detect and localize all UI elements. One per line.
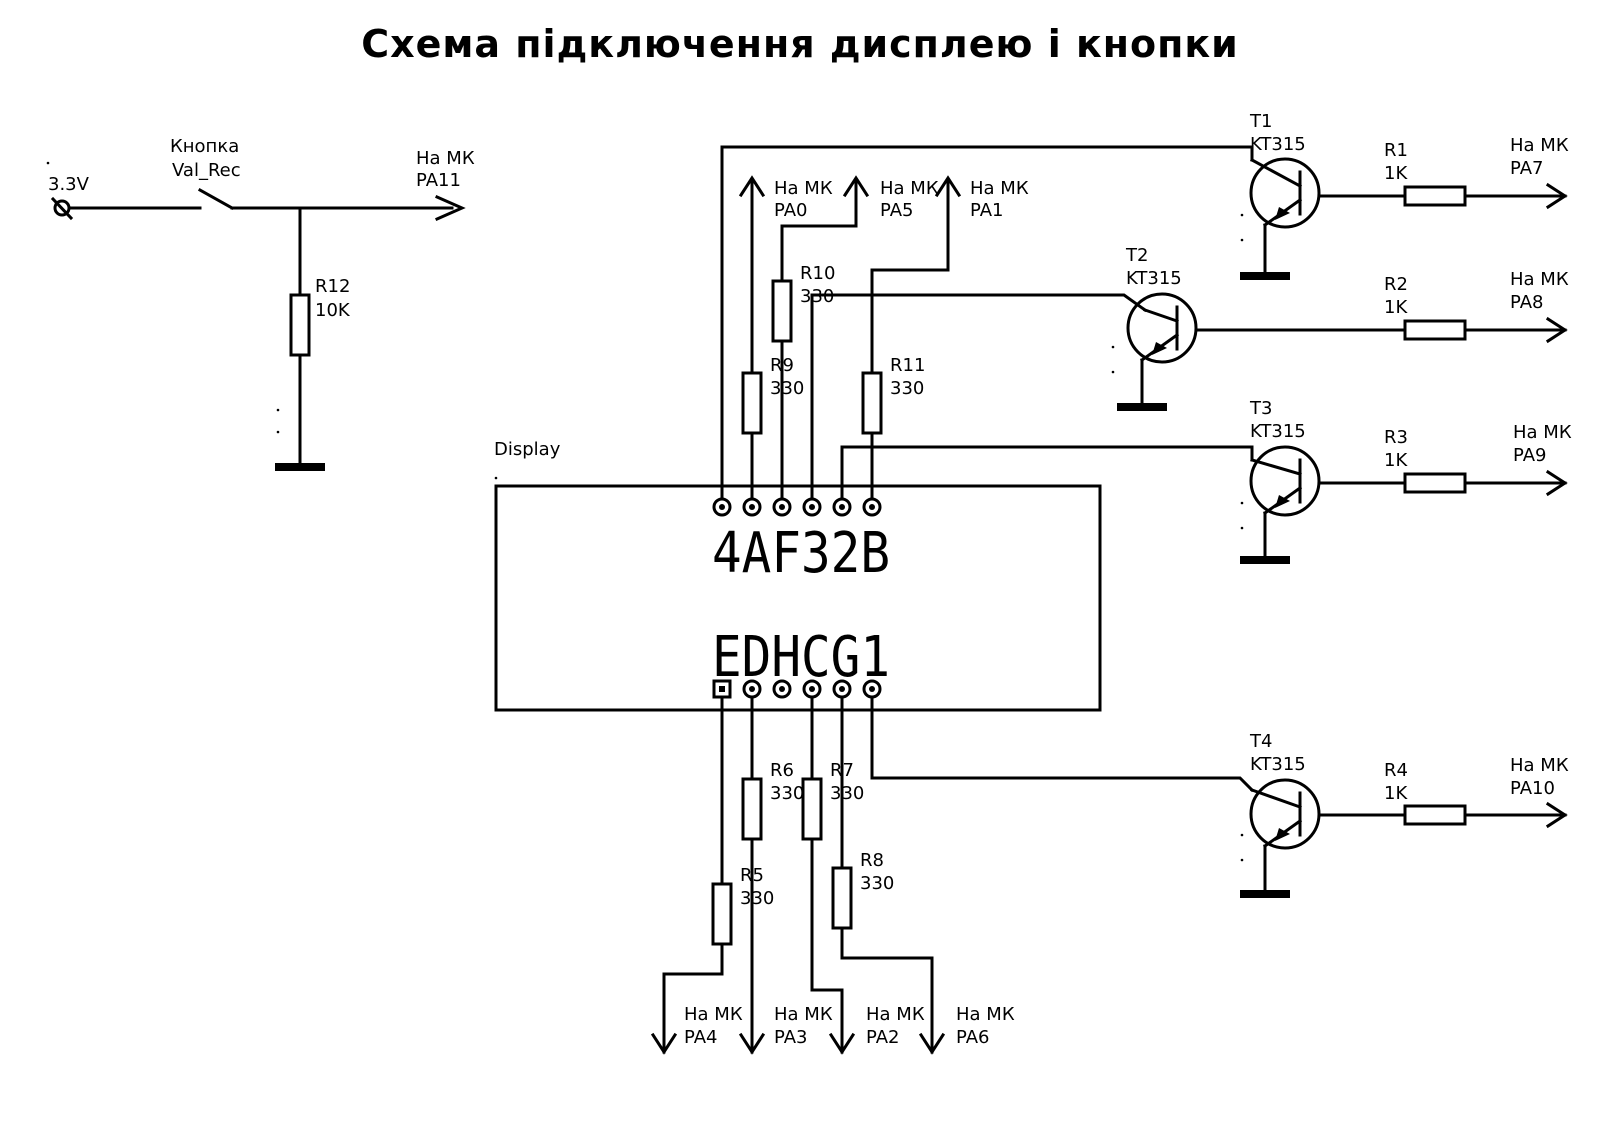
pa4-mcu-label: На МК [684,1004,743,1025]
t2-name: T2 [1125,245,1148,266]
r4-name: R4 [1384,760,1408,781]
resistor-r12 [289,206,311,467]
r2-value: 1K [1384,297,1408,318]
display-bottom-pin-letters: EDHCG1 [712,625,890,690]
power-terminal [50,196,202,221]
pa11-mcu-label: На МК [416,148,475,169]
pa3-port-label: PA3 [774,1027,807,1048]
t4-type: KT315 [1250,754,1306,775]
r11-value: 330 [890,378,924,399]
r1-name: R1 [1384,140,1408,161]
voltage-label: 3.3V [48,174,90,195]
button-name: Val_Rec [172,160,241,181]
t3-name: T3 [1249,398,1272,419]
r4-value: 1K [1384,783,1408,804]
pa7-mcu-label: На МК [1510,135,1569,156]
transistor-t2 [1117,292,1568,411]
wire-r7-pa2 [801,695,856,1055]
wire-to-t1 [720,145,1254,501]
r9-name: R9 [770,355,794,376]
wire-r11-pa1 [861,175,962,501]
wire-r8-pa6 [831,695,946,1055]
pa9-port-label: PA9 [1513,445,1546,466]
pa5-mcu-label: На МК [880,178,939,199]
wire-r10-pa5 [771,175,870,501]
pa0-port-label: PA0 [774,200,807,221]
pa8-port-label: PA8 [1510,292,1543,313]
pa0-mcu-label: На МК [774,178,833,199]
r8-value: 330 [860,873,894,894]
pa5-port-label: PA5 [880,200,913,221]
r12-value: 10K [315,300,351,321]
r6-name: R6 [770,760,794,781]
wire-to-t4 [870,695,1255,793]
r12-name: R12 [315,276,350,297]
display-top-pins [712,497,882,517]
wire-r6-pa3 [738,695,766,1055]
r3-value: 1K [1384,450,1408,471]
wire-to-t3 [840,445,1254,501]
pa10-mcu-label: На МК [1510,755,1569,776]
reference-dots [46,161,1244,862]
display-label: Display [494,439,561,460]
pa11-port-label: PA11 [416,170,461,191]
display-bottom-pins [712,679,882,699]
diagram-title: Схема підключення дисплею і кнопки [361,22,1239,66]
pa2-mcu-label: На МК [866,1004,925,1025]
t4-name: T4 [1249,731,1272,752]
t3-type: KT315 [1250,421,1306,442]
r3-name: R3 [1384,427,1408,448]
pa1-port-label: PA1 [970,200,1003,221]
r6-value: 330 [770,783,804,804]
r5-value: 330 [740,888,774,909]
r7-name: R7 [830,760,854,781]
pa9-mcu-label: На МК [1513,422,1572,443]
r1-value: 1K [1384,163,1408,184]
r11-name: R11 [890,355,925,376]
t1-type: KT315 [1250,134,1306,155]
wire-r9-pa0 [738,175,766,501]
display-body [494,484,1102,712]
pa1-mcu-label: На МК [970,178,1029,199]
pa6-port-label: PA6 [956,1027,989,1048]
display-top-pin-letters: 4AF32B [712,521,890,586]
t2-type: KT315 [1126,268,1182,289]
button-switch [197,187,466,221]
pa3-mcu-label: На МК [774,1004,833,1025]
r5-name: R5 [740,865,764,886]
pa8-mcu-label: На МК [1510,269,1569,290]
pa6-mcu-label: На МК [956,1004,1015,1025]
pa4-port-label: PA4 [684,1027,717,1048]
transistor-t1 [1240,157,1568,280]
pa7-port-label: PA7 [1510,158,1543,179]
pa2-port-label: PA2 [866,1027,899,1048]
transistor-t4 [1240,778,1568,898]
pa10-port-label: PA10 [1510,778,1555,799]
r10-value: 330 [800,286,834,307]
r7-value: 330 [830,783,864,804]
button-label: Кнопка [170,136,239,157]
transistor-t3 [1240,445,1568,564]
wire-to-t2 [810,293,1148,501]
t1-name: T1 [1249,111,1272,132]
r9-value: 330 [770,378,804,399]
r8-name: R8 [860,850,884,871]
r10-name: R10 [800,263,835,284]
wire-r5-pa4 [650,695,733,1055]
r2-name: R2 [1384,274,1408,295]
